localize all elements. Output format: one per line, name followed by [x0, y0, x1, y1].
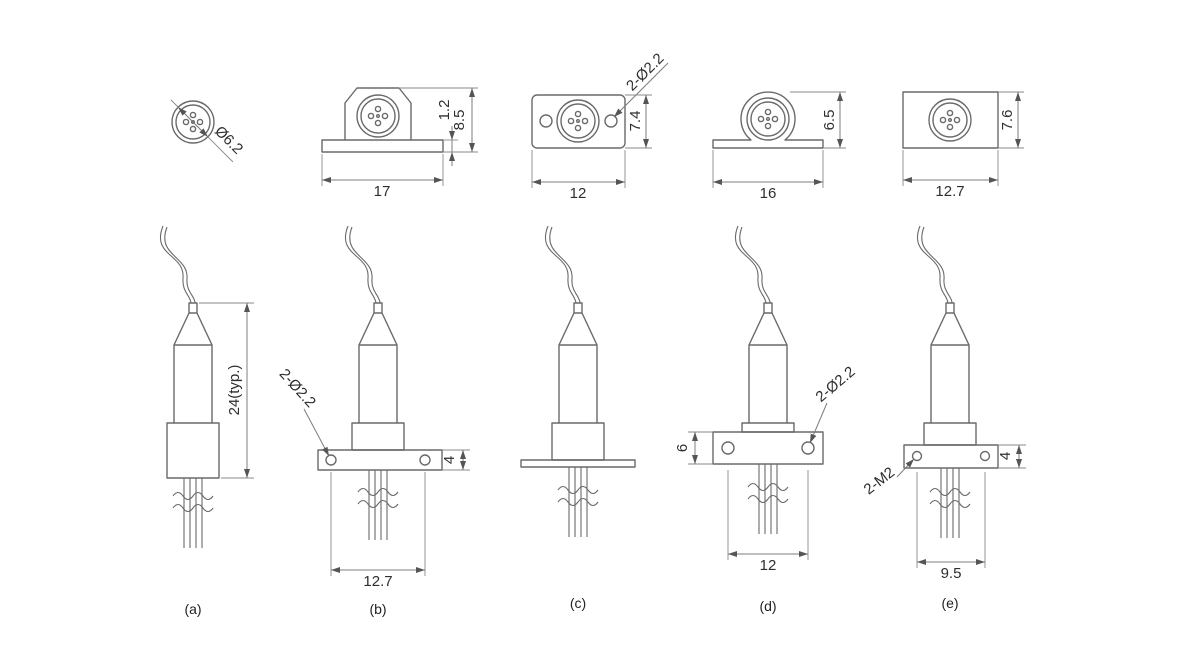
dim-d-hole-spacing: 12 [760, 557, 777, 574]
callout-e-mounting-holes: 2-M2 [861, 464, 898, 498]
flange-hole [801, 441, 815, 455]
to-can-icon [928, 98, 972, 142]
view-b-side: 2-Ø2.2 4 12.7 [276, 225, 470, 590]
variant-e: 12.7 7.6 2-M2 4 [861, 91, 1026, 611]
housing-b [344, 87, 412, 141]
dim-a-can-diameter: Ø6.2 [211, 123, 246, 158]
view-e-side: 2-M2 4 9.5 [861, 225, 1026, 582]
flange-d [712, 431, 824, 465]
dim-a-body-length: 24(typ.) [226, 365, 243, 416]
label-c: (c) [570, 595, 586, 611]
dim-d-base-width: 16 [760, 185, 777, 202]
to-can-icon [746, 97, 790, 141]
flange-plate-e [902, 91, 999, 149]
view-c-side [520, 225, 636, 538]
variant-b: 17 1.2 8.5 2-Ø2.2 [276, 87, 478, 617]
to-can-icon [356, 94, 400, 138]
dim-b-flange-thickness: 4 [441, 456, 458, 464]
dim-b-overall-height: 8.5 [451, 110, 468, 131]
callout-d-mounting-holes: 2-Ø2.2 [813, 363, 859, 406]
flange-hole [979, 450, 991, 462]
view-d-top: 16 6.5 [712, 91, 846, 202]
label-d: (d) [759, 598, 776, 614]
weld-flange-c [520, 459, 636, 468]
variant-d: 16 6.5 6 2-Ø2.2 [674, 91, 859, 614]
dim-d-overall-height: 6.5 [821, 110, 838, 131]
view-c-top: 2-Ø2.2 12 7.4 [531, 50, 669, 202]
clip-bracket-d [712, 91, 824, 149]
dim-c-width: 12 [570, 185, 587, 202]
view-a-side: 24(typ.) [159, 225, 254, 549]
callout-b-mounting-holes: 2-Ø2.2 [276, 366, 319, 411]
body-lower-a [166, 422, 220, 479]
view-d-side: 6 2-Ø2.2 12 [674, 225, 859, 574]
body-lower-e [923, 422, 977, 446]
flange-e [903, 444, 999, 469]
dim-b-base-width: 17 [374, 183, 391, 200]
dim-b-step-height: 1.2 [436, 100, 453, 121]
label-e: (e) [941, 595, 958, 611]
flange-hole [325, 454, 337, 466]
label-a: (a) [184, 601, 201, 617]
flange-hole [721, 441, 735, 455]
base-plate-b [321, 139, 444, 153]
callout-c-mounting-holes: 2-Ø2.2 [623, 50, 667, 94]
dim-d-flange-height: 6 [674, 444, 691, 452]
body-lower-c [551, 422, 605, 461]
view-b-top: 17 1.2 8.5 [321, 87, 478, 200]
view-e-top: 12.7 7.6 [902, 91, 1024, 200]
to-can-icon [556, 99, 600, 143]
flange-hole [539, 114, 553, 128]
flange-hole [419, 454, 431, 466]
flange-plate-c [531, 94, 626, 149]
flange-b [317, 449, 443, 471]
body-lower-b [351, 422, 405, 451]
dim-e-lead-spacing: 9.5 [941, 565, 962, 582]
dim-e-flange-thickness: 4 [997, 452, 1014, 460]
dim-e-height: 7.6 [999, 110, 1016, 131]
dim-b-hole-spacing: 12.7 [363, 573, 392, 590]
dim-e-width: 12.7 [935, 183, 964, 200]
variant-a: Ø6.2 24(typ.) (a) [159, 99, 254, 617]
label-b: (b) [369, 601, 386, 617]
view-a-top: Ø6.2 [170, 99, 246, 163]
body-lower-d [741, 422, 795, 433]
variant-c: 2-Ø2.2 12 7.4 (c) [520, 50, 669, 611]
dim-c-height: 7.4 [627, 111, 644, 132]
flange-hole [604, 114, 618, 128]
flange-hole [911, 450, 923, 462]
